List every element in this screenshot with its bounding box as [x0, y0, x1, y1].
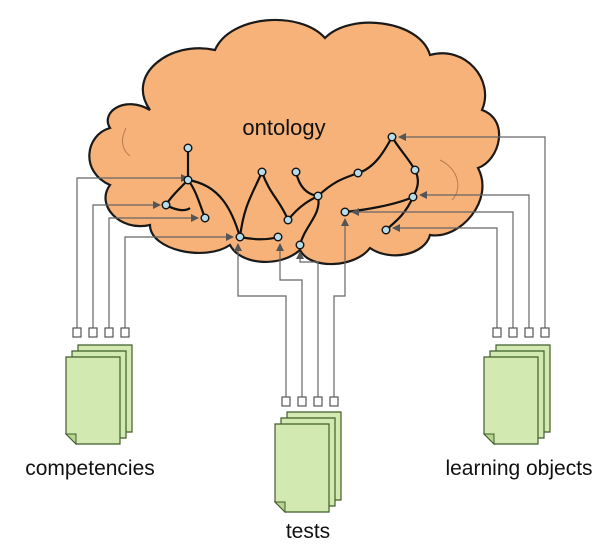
competencies-ports [72, 327, 130, 338]
connectors [76, 133, 546, 397]
competencies-label: competencies [25, 457, 155, 480]
ontology-title: ontology [242, 115, 325, 140]
tests-ports [281, 396, 339, 407]
learning-objects-label: learning objects [445, 457, 592, 480]
tests-document-stack [273, 411, 342, 514]
learning-objects-ports [492, 327, 550, 338]
ontology-nodes [161, 132, 420, 250]
learning-objects-document-stack [482, 344, 551, 446]
tests-label: tests [286, 520, 330, 543]
competencies-document-stack [64, 344, 133, 446]
